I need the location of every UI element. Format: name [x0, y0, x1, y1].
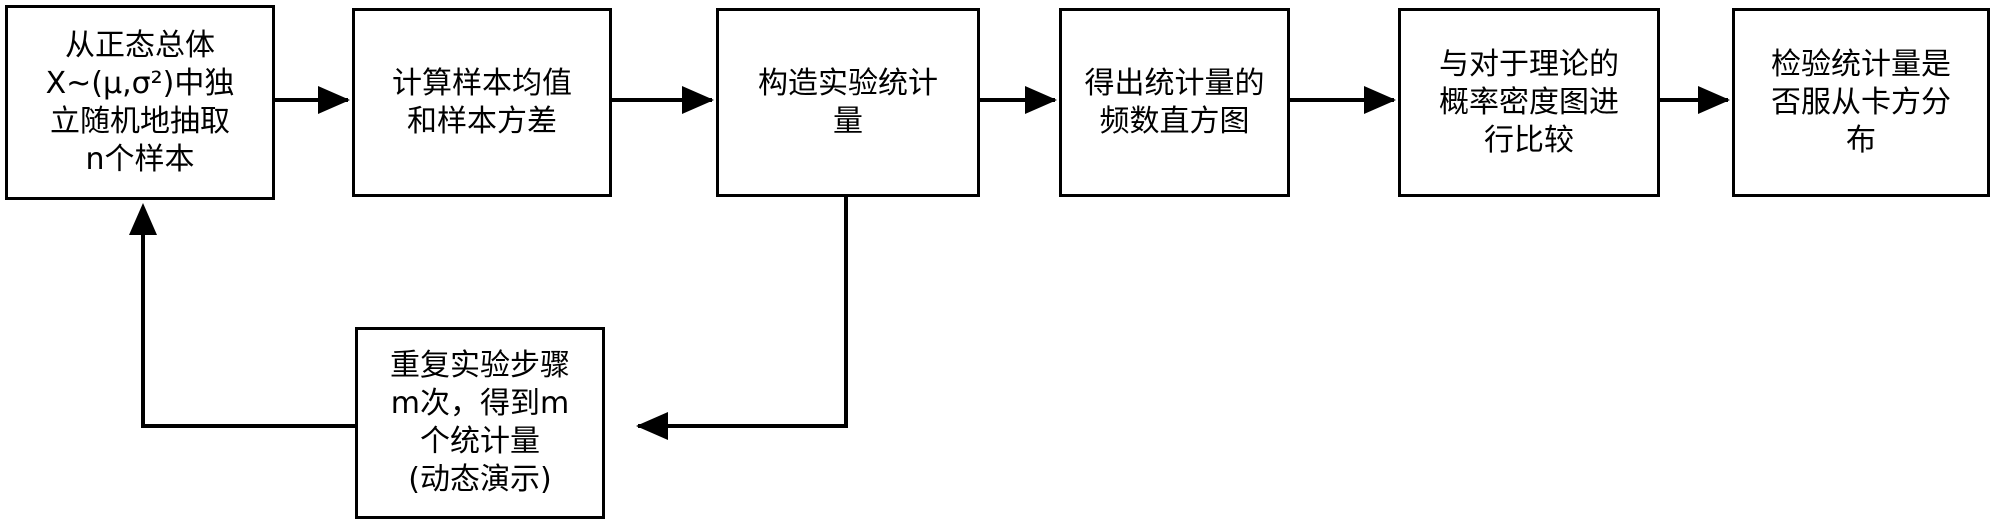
node-repeat-line: m次，得到m: [390, 386, 570, 421]
node-sample-line: 从正态总体: [64, 27, 215, 63]
node-test-line: 布: [1846, 122, 1876, 158]
node-compare-line: 与对于理论的: [1439, 46, 1619, 82]
node-sample-label: 从正态总体 X~(μ,σ²)中独 立随机地抽取 n个样本: [46, 27, 235, 179]
arrow-construct-to-histogram: [980, 86, 1057, 114]
node-compute-label: 计算样本均值 和样本方差: [392, 65, 572, 141]
node-test: 检验统计量是 否服从卡方分 布: [1732, 8, 1990, 197]
node-construct-label: 构造实验统计 量: [758, 65, 938, 141]
arrow-compute-to-construct: [612, 86, 714, 114]
node-test-line: 检验统计量是: [1771, 46, 1951, 82]
arrow-repeat-to-sample: [129, 203, 355, 428]
node-compare-line: 概率密度图进: [1439, 84, 1619, 120]
node-histogram: 得出统计量的 频数直方图: [1059, 8, 1290, 197]
node-compare-line: 行比较: [1484, 122, 1574, 158]
node-compute-line: 和样本方差: [407, 103, 557, 139]
node-sample: 从正态总体 X~(μ,σ²)中独 立随机地抽取 n个样本: [5, 5, 275, 200]
node-test-line: 否服从卡方分: [1771, 84, 1951, 120]
node-sample-line: 立随机地抽取: [49, 103, 230, 139]
node-repeat-label: 重复实验步骤 m次，得到m 个统计量 (动态演示): [390, 347, 570, 499]
node-sample-line: X~(μ,σ²)中独: [45, 65, 235, 101]
arrow-compare-to-test: [1660, 86, 1730, 114]
node-compare: 与对于理论的 概率密度图进 行比较: [1398, 8, 1660, 197]
node-repeat-line: 重复实验步骤: [390, 348, 570, 383]
node-histogram-line: 得出统计量的: [1084, 65, 1265, 101]
arrow-sample-to-compute: [275, 86, 350, 114]
node-histogram-line: 频数直方图: [1099, 103, 1250, 139]
node-repeat: 重复实验步骤 m次，得到m 个统计量 (动态演示): [355, 327, 605, 519]
node-compare-label: 与对于理论的 概率密度图进 行比较: [1439, 46, 1619, 160]
node-test-label: 检验统计量是 否服从卡方分 布: [1771, 46, 1951, 160]
node-construct-line: 构造实验统计: [758, 65, 938, 101]
node-repeat-line: (动态演示): [408, 462, 552, 497]
node-construct: 构造实验统计 量: [716, 8, 980, 197]
node-histogram-label: 得出统计量的 频数直方图: [1085, 65, 1265, 141]
node-compute-line: 计算样本均值: [392, 65, 572, 101]
node-repeat-line: 个统计量: [420, 424, 540, 459]
node-construct-line: 量: [833, 103, 863, 139]
arrow-histogram-to-compare: [1290, 86, 1396, 114]
node-compute: 计算样本均值 和样本方差: [352, 8, 612, 197]
node-sample-line: n个样本: [85, 141, 195, 177]
arrow-construct-to-repeat: [636, 197, 848, 440]
